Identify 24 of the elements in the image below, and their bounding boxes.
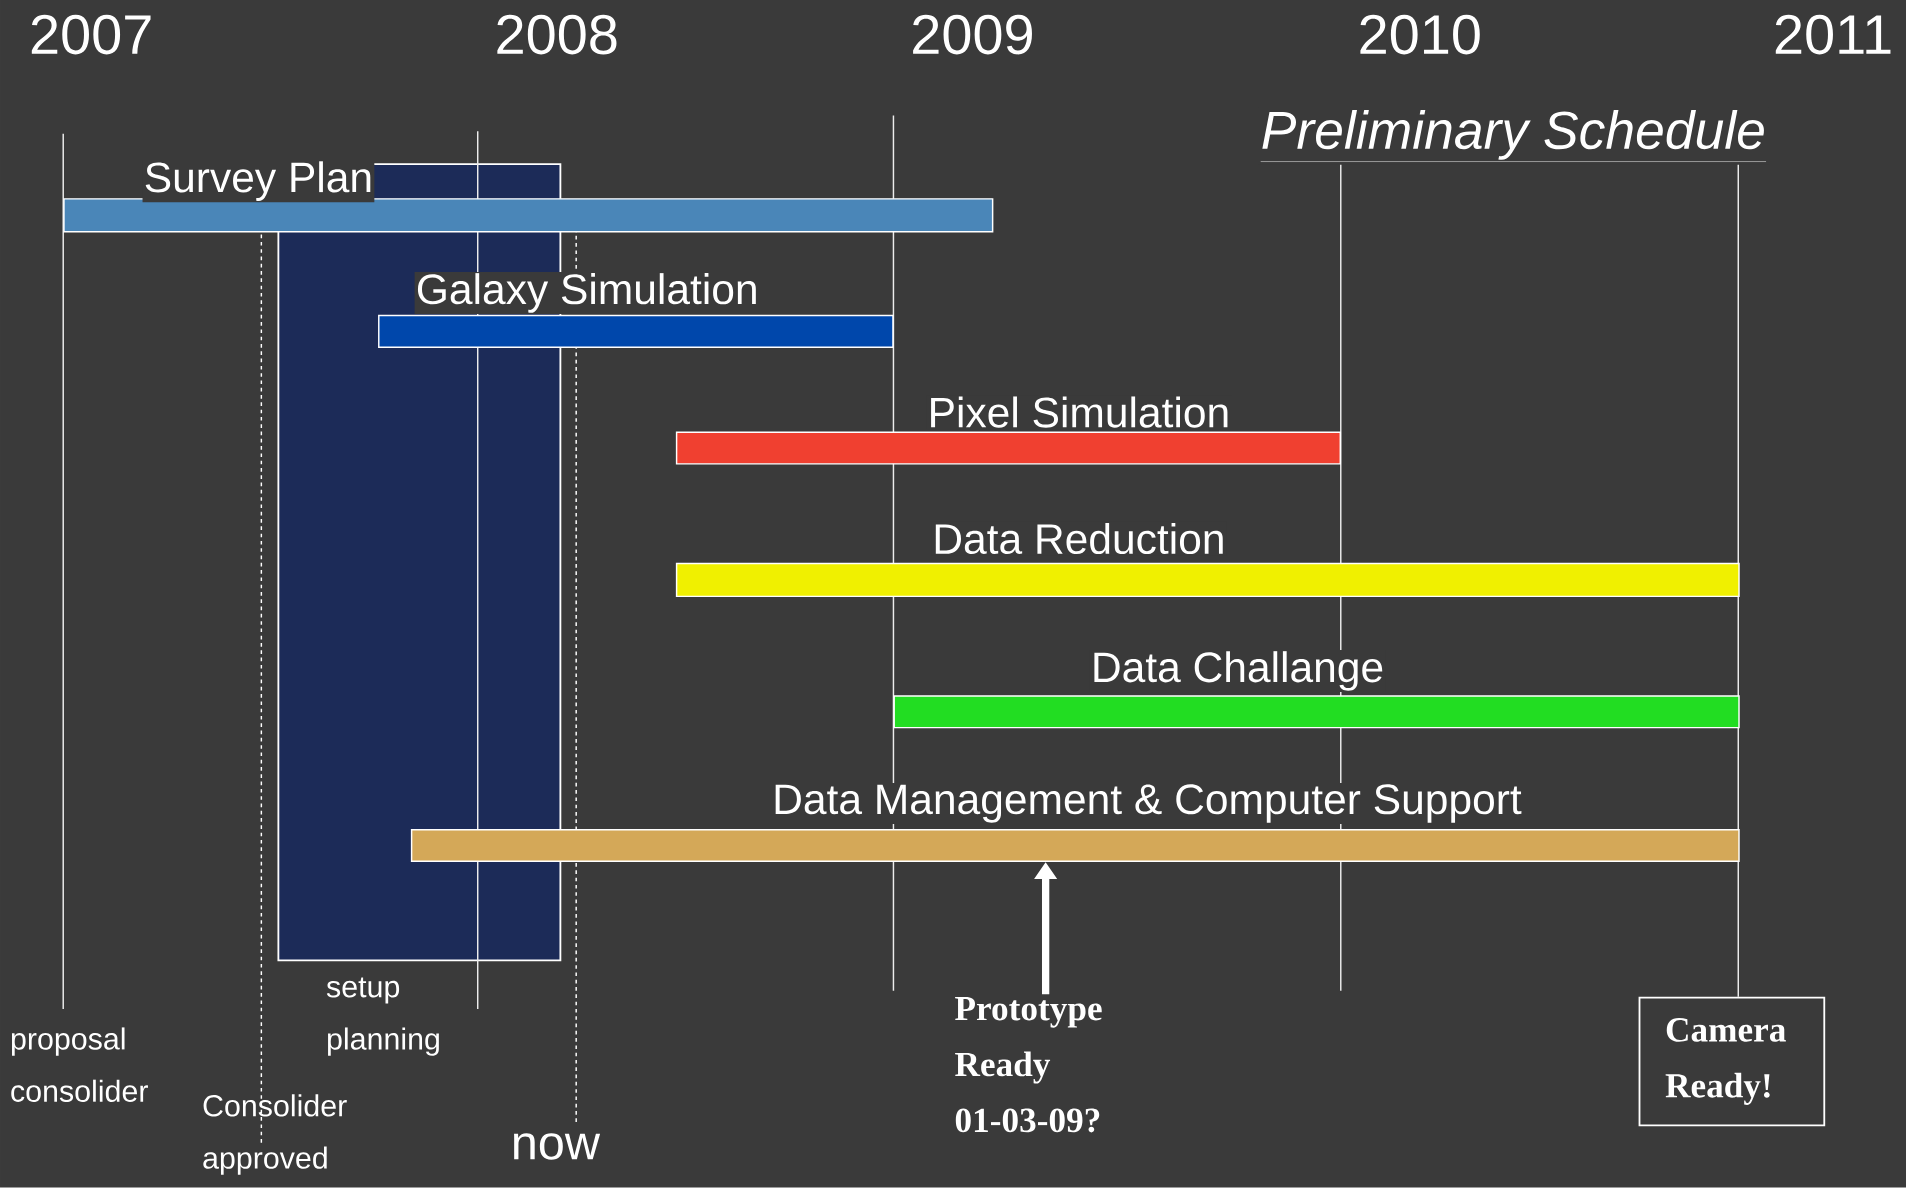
year-label: 2007 [31,15,151,55]
schedule-bar: Data Reduction [675,521,1740,598]
note-text: setup planning [326,977,439,1056]
schedule-bar: Survey Plan [63,160,994,233]
year-label: 2010 [1360,15,1480,55]
milestone-box: Camera Ready! [1638,996,1826,1127]
node-label: Data Management & Computer Support [775,784,1522,823]
schedule-bar: Data Management & Computer Support [410,783,1740,863]
year-label: 2009 [913,15,1032,55]
title: Preliminary Schedule [1258,107,1769,165]
node-label: Data Reduction [935,523,1223,555]
node-label: Galaxy Simulation [417,273,756,313]
note-text: proposal consolider [11,1027,148,1103]
note-text: Consolider approved [203,1094,347,1176]
node-label: Pixel Simulation [931,396,1228,428]
milestone-text: Prototype Ready 01-03-09? [955,997,1102,1133]
schedule-bar: Galaxy Simulation [378,272,894,349]
year-label: 2008 [497,15,617,55]
schedule-bar: Pixel Simulation [675,395,1341,465]
node-label: Survey Plan [145,161,371,202]
year-label: 2011 [1775,15,1891,55]
schedule-bar: Data Challange [893,650,1740,729]
note-text: now [514,1133,601,1160]
node-label: Data Challange [1094,651,1383,692]
